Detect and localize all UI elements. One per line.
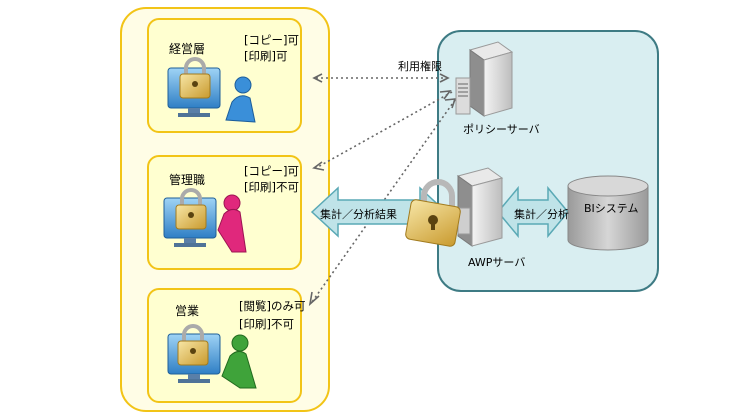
- role-box-executive: 経営層 [コピー]可 [印刷]可: [147, 18, 302, 133]
- arrowhead: [439, 73, 450, 83]
- permission-copy: [コピー]可: [244, 164, 299, 178]
- policy-server-icon: [455, 41, 514, 117]
- arrowhead: [439, 90, 452, 100]
- arrowhead: [312, 161, 325, 171]
- permission-print: [印刷]不可: [244, 180, 299, 194]
- computer-lock-icon: [163, 188, 217, 247]
- lock-icon: [405, 179, 461, 247]
- permission-view: [閲覧]のみ可: [239, 299, 306, 313]
- permission-print: [印刷]可: [244, 49, 288, 63]
- computer-lock-icon: [167, 324, 221, 383]
- database-icon: [567, 175, 649, 251]
- person-icon: [217, 194, 247, 253]
- person-icon: [221, 334, 257, 389]
- arrowhead: [308, 291, 320, 307]
- policy-links: [308, 73, 457, 307]
- usage-rights-label: 利用権限: [398, 60, 442, 73]
- person-icon: [225, 76, 256, 123]
- result-arrow-label: 集計／分析結果: [320, 208, 397, 221]
- permission-copy: [コピー]可: [244, 33, 299, 47]
- awp-server-icon: [456, 167, 504, 247]
- role-box-manager: 管理職 [コピー]可 [印刷]不可: [147, 155, 302, 270]
- policy-server-label: ポリシーサーバ: [463, 123, 540, 136]
- permission-print: [印刷]不可: [239, 317, 294, 331]
- role-name: 経営層: [169, 42, 206, 56]
- policy-link-manager: [315, 91, 453, 169]
- arrowhead: [444, 98, 457, 109]
- bi-system-label: BIシステム: [584, 202, 639, 215]
- role-name: 管理職: [169, 173, 206, 187]
- analysis-arrow-label: 集計／分析: [514, 208, 569, 221]
- awp-server-label: AWPサーバ: [468, 256, 526, 269]
- policy-link-sales: [311, 99, 456, 303]
- role-name: 営業: [175, 304, 200, 318]
- arrowhead: [312, 73, 323, 83]
- computer-lock-icon: [167, 57, 221, 117]
